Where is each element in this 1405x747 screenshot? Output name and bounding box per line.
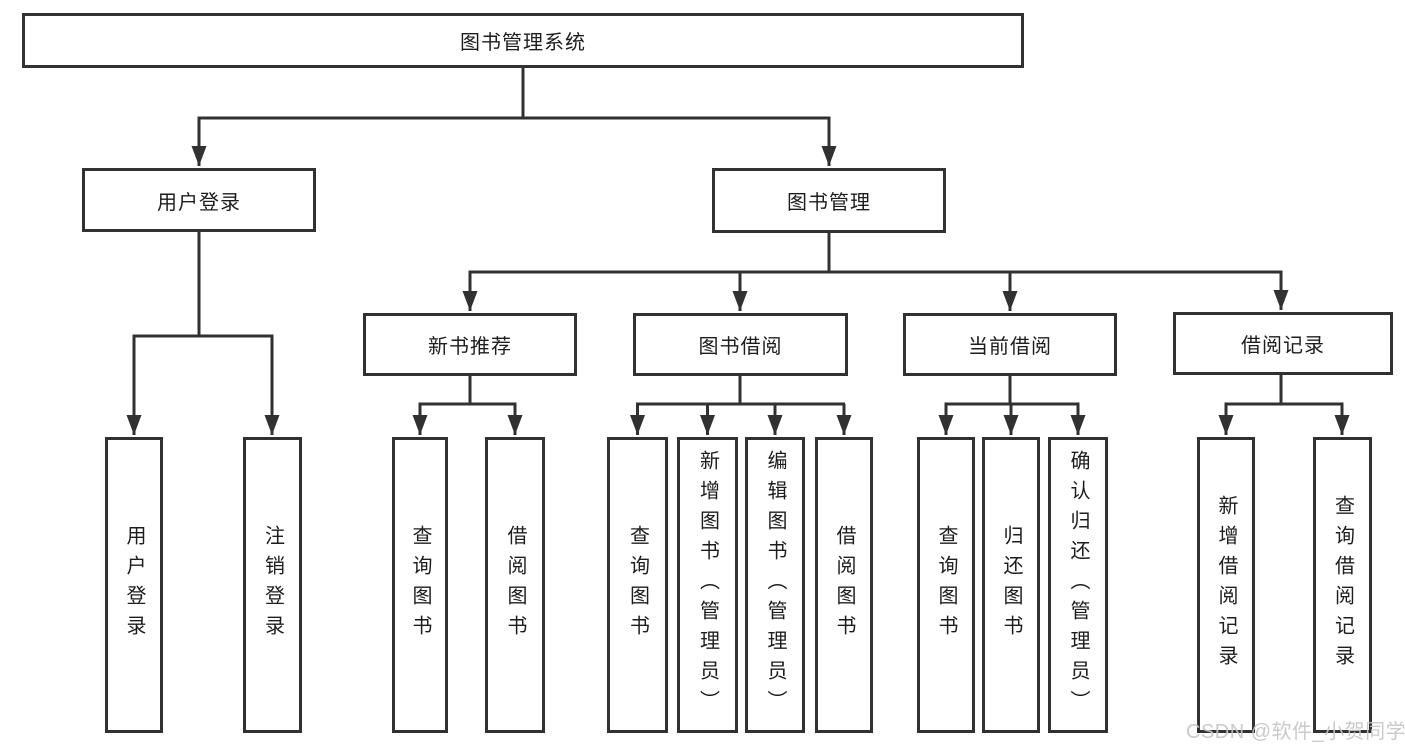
node-book-management-label: 图书管理: [787, 192, 871, 214]
node-book-borrowing-label: 图书借阅: [698, 336, 783, 358]
leaf-add-books-admin-label: 新增图书（管理员）: [696, 450, 719, 720]
leaf-borrow-books-recommend-label: 借阅图书: [504, 525, 526, 645]
leaf-add-borrow-record: 新增借阅记录: [1197, 437, 1255, 733]
leaf-logout-login-label: 注销登录: [261, 525, 284, 645]
leaf-edit-books-admin: 编辑图书（管理员）: [745, 437, 805, 733]
node-root-label: 图书管理系统: [460, 32, 586, 54]
leaf-query-borrow-record: 查询借阅记录: [1313, 437, 1372, 733]
leaf-return-books-label: 归还图书: [1000, 525, 1022, 645]
leaf-borrow-books-borrowing-label: 借阅图书: [833, 525, 855, 645]
node-new-book-recommendation-label: 新书推荐: [428, 336, 512, 358]
leaf-add-books-admin: 新增图书（管理员）: [677, 437, 738, 733]
leaf-query-books-current: 查询图书: [917, 437, 975, 733]
leaf-confirm-return-admin-label: 确认归还（管理员）: [1067, 450, 1089, 720]
node-user-login-label: 用户登录: [157, 191, 241, 214]
leaf-confirm-return-admin: 确认归还（管理员）: [1048, 437, 1108, 733]
leaf-user-login-label: 用户登录: [123, 525, 145, 645]
leaf-query-books-recommend: 查询图书: [392, 437, 448, 733]
leaf-query-books-borrowing: 查询图书: [607, 437, 668, 733]
node-current-borrowing-label: 当前借阅: [968, 336, 1052, 358]
leaf-user-login: 用户登录: [105, 437, 163, 733]
node-book-management: 图书管理: [712, 168, 946, 233]
leaf-query-books-recommend-label: 查询图书: [409, 525, 431, 645]
leaf-borrow-books-borrowing: 借阅图书: [815, 437, 873, 733]
leaf-add-borrow-record-label: 新增借阅记录: [1215, 495, 1237, 675]
leaf-query-borrow-record-label: 查询借阅记录: [1331, 495, 1354, 675]
leaf-edit-books-admin-label: 编辑图书（管理员）: [764, 450, 786, 720]
connector-lines: [126, 68, 1350, 435]
node-borrowing-records: 借阅记录: [1173, 312, 1393, 375]
node-book-borrowing: 图书借阅: [633, 313, 848, 376]
node-root: 图书管理系统: [22, 13, 1024, 68]
csdn-watermark: CSDN @软件_小贺同学: [1186, 721, 1405, 743]
leaf-logout-login: 注销登录: [243, 437, 302, 733]
node-new-book-recommendation: 新书推荐: [363, 313, 577, 376]
node-current-borrowing: 当前借阅: [903, 313, 1117, 376]
node-borrowing-records-label: 借阅记录: [1241, 335, 1325, 357]
leaf-query-books-borrowing-label: 查询图书: [626, 525, 649, 645]
leaf-return-books: 归还图书: [982, 437, 1040, 733]
node-user-login: 用户登录: [82, 168, 316, 232]
leaf-query-books-current-label: 查询图书: [935, 525, 957, 645]
leaf-borrow-books-recommend: 借阅图书: [485, 437, 545, 733]
